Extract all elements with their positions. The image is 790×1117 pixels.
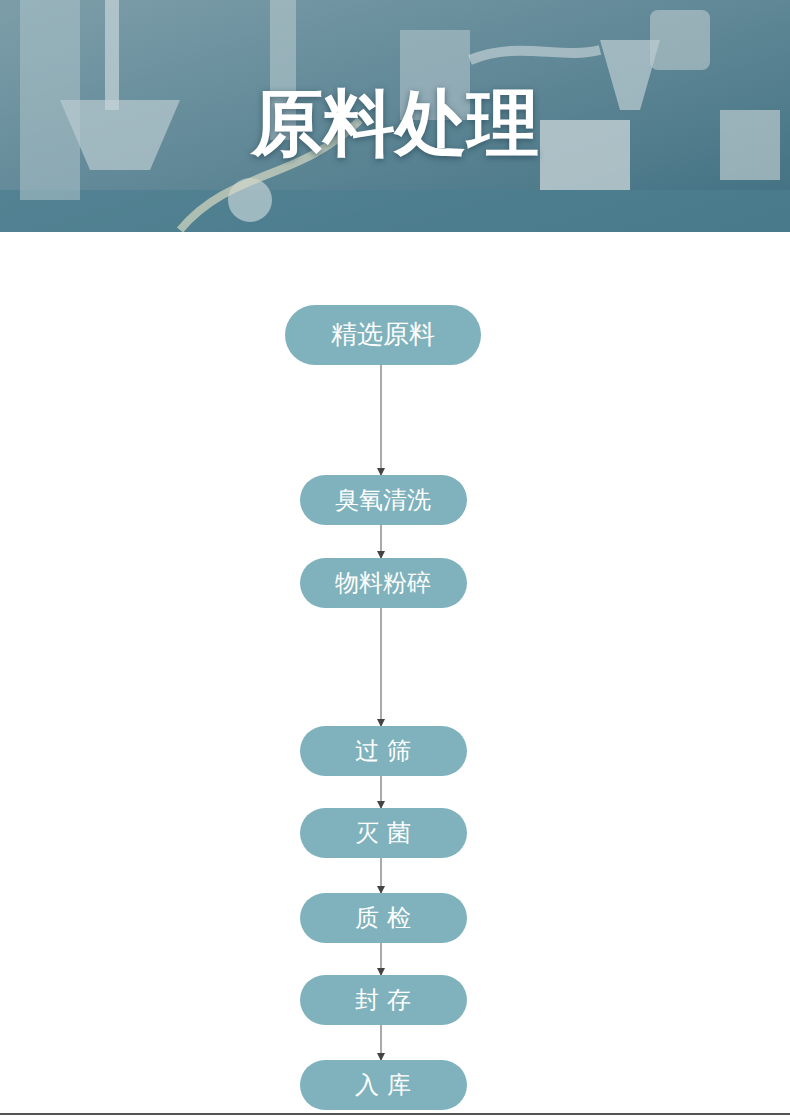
process-label: 物料粉碎 xyxy=(335,569,431,598)
process-pill: 入 库 xyxy=(300,1060,467,1110)
flow-arrow xyxy=(381,525,382,558)
flow-arrow xyxy=(381,776,382,808)
process-pill: 精选原料 xyxy=(285,305,481,365)
flow-arrow xyxy=(381,943,382,975)
process-label: 灭 菌 xyxy=(355,819,411,848)
process-pill: 过 筛 xyxy=(300,726,467,776)
process-label: 入 库 xyxy=(355,1071,411,1100)
process-label: 过 筛 xyxy=(355,737,411,766)
bottom-rule xyxy=(0,1113,790,1115)
process-label: 臭氧清洗 xyxy=(335,486,431,515)
flow-arrow xyxy=(381,365,382,475)
flow-arrow xyxy=(381,608,382,726)
process-pill: 灭 菌 xyxy=(300,808,467,858)
process-pill: 质 检 xyxy=(300,893,467,943)
flow-arrow xyxy=(381,1025,382,1060)
process-label: 封 存 xyxy=(355,986,411,1015)
process-label: 质 检 xyxy=(355,904,411,933)
process-pill: 臭氧清洗 xyxy=(300,475,467,525)
process-label: 精选原料 xyxy=(331,319,435,350)
page-title: 原料处理 xyxy=(0,78,790,168)
flow-arrow xyxy=(381,858,382,893)
process-pill: 封 存 xyxy=(300,975,467,1025)
process-pill: 物料粉碎 xyxy=(300,558,467,608)
